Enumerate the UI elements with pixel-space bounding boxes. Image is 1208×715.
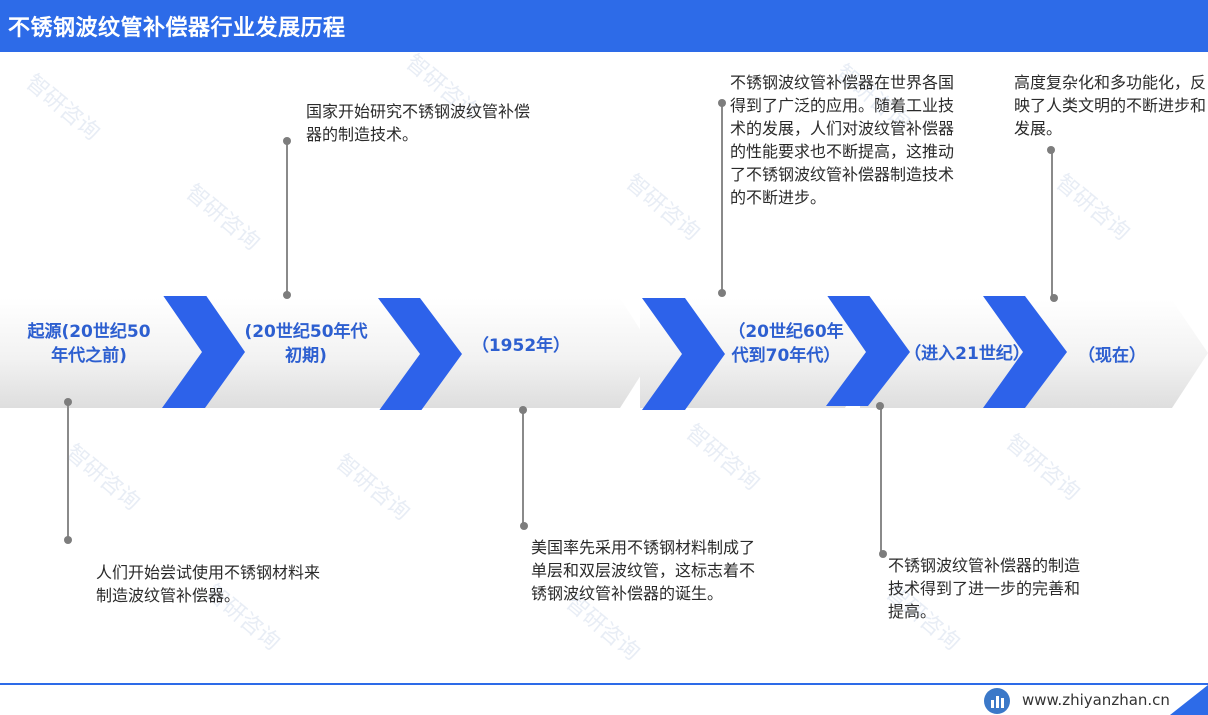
connector-line [522,410,524,526]
chevron-arrow-icon [642,298,725,410]
stage-label-origin: 起源(20世纪50年代之前) [27,322,151,366]
chevron-arrow-icon [826,296,910,406]
connector-dot [283,137,291,145]
corner-decoration [1170,685,1208,715]
connector-dot [1050,294,1058,302]
logo-icon [984,688,1010,714]
watermark-text: 智研咨询 [1000,430,1085,506]
watermark-text: 智研咨询 [680,420,765,496]
connector-dot [283,291,291,299]
note-1952: 美国率先采用不锈钢材料制成了单层和双层波纹管，这标志着不锈钢波纹管补偿器的诞生。 [531,538,756,603]
connector-dot [876,402,884,410]
timeline-band [0,296,1208,410]
connector-dot [1047,146,1055,154]
connector-line [67,402,69,540]
connector-line [880,406,882,554]
watermark-text: 智研咨询 [60,440,145,516]
connector-dot [64,536,72,544]
timeline-segment [860,298,1040,408]
timeline-segment [418,298,655,408]
note-origin: 人们开始尝试使用不锈钢材料来制造波纹管补偿器。 [96,563,321,605]
connector-line [1051,150,1053,298]
watermark-text: 智研咨询 [620,170,705,246]
timeline-segment [0,298,218,408]
timeline-segment [200,298,438,408]
stage-label-1952: （1952年） [471,336,571,356]
watermark-text: 智研咨询 [1050,170,1135,246]
page-title: 不锈钢波纹管补偿器行业发展历程 [8,16,346,41]
chevron-arrow-icon [162,296,245,408]
note-present: 高度复杂化和多功能化，反映了人类文明的不断进步和发展。 [1014,73,1207,138]
note-1960s-1970s: 不锈钢波纹管补偿器在世界各国得到了广泛的应用。随着工业技术的发展，人们对波纹管补… [730,73,955,207]
connector-dot [718,99,726,107]
chevron-arrow-icon [378,298,462,410]
connector-dot [718,289,726,297]
watermark-text: 智研咨询 [330,450,415,526]
watermark-text: 智研咨询 [180,180,265,256]
note-21st-century: 不锈钢波纹管补偿器的制造技术得到了进一步的完善和提高。 [888,556,1081,621]
connector-dot [879,550,887,558]
stage-label-1960s-1970s: （20世纪60年代到70年代） [728,322,844,366]
stage-label-present: （现在） [1078,346,1146,366]
footer-url-link[interactable]: www.zhiyanzhan.cn [1022,691,1170,709]
connector-dot [520,522,528,530]
connector-line [721,103,723,293]
stage-label-1950s: (20世纪50年代初期) [244,322,368,366]
chevron-arrow-icon [983,296,1067,408]
connector-dot [64,398,72,406]
timeline-segment [1020,300,1208,408]
connector-dot [519,406,527,414]
note-1950s: 国家开始研究不锈钢波纹管补偿器的制造技术。 [306,102,531,144]
watermark-text: 智研咨询 [20,70,105,146]
footer-divider [0,683,1208,685]
title-bar: 不锈钢波纹管补偿器行业发展历程 [0,0,1208,52]
stage-label-21st-century: （进入21世纪） [904,344,1030,364]
connector-line [286,141,288,295]
